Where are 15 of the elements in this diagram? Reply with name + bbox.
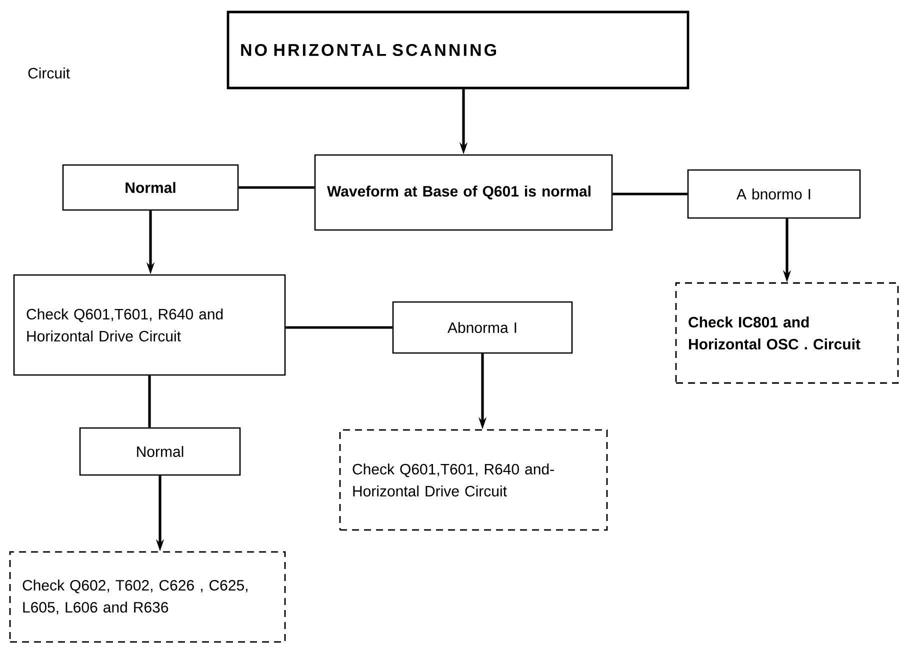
connector-line [148,376,151,428]
result-box: Normal [79,427,241,476]
note-text: Circuit [28,67,70,78]
check-box: Check Q601,T601, R640 and Horizontal Drive Circuit [13,274,286,376]
connector-line [286,326,392,329]
result-box: Abnorma I [392,301,573,354]
result-box: Normal [62,164,239,211]
connector-line [612,192,688,196]
title-box: NO HRIZONTAL SCANNING [226,10,690,90]
connector-line [238,186,314,189]
check-box: Check Q602, T602, C626 , C625, L605, L606 and R636 [9,551,286,643]
check-box: Check IC801 and Horizontal OSC . Circuit [675,282,899,384]
check-box: Check Q601,T601, R640 and- Horizontal Drive Circuit [339,429,608,531]
decision-box: Waveform at Base of Q601 is normal [314,154,613,231]
result-box: A bnormo I [687,169,861,219]
